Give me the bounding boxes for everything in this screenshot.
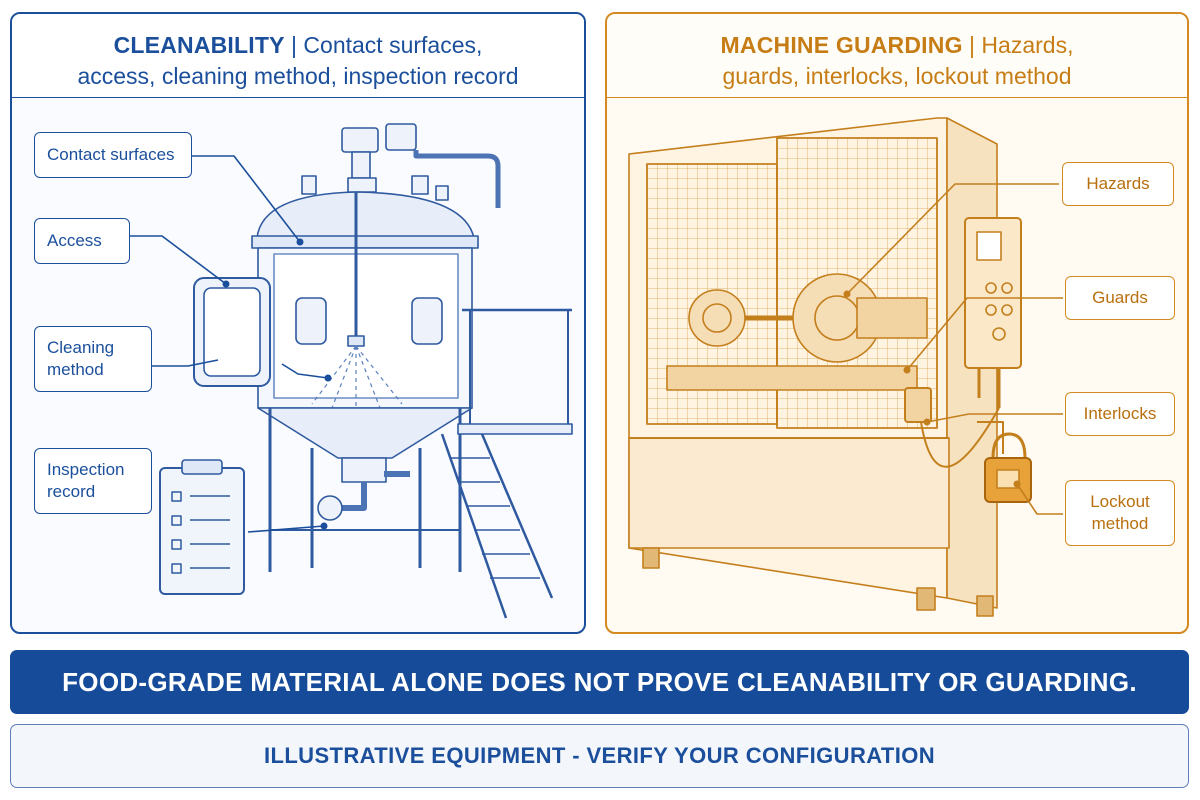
callout-hazards-label: Hazards [1086,174,1150,193]
callout-inspection-record-text: Inspection record [47,459,125,503]
callout-interlocks-label: Interlocks [1083,404,1157,423]
callout-lockout-method: Lockout method [1065,480,1175,546]
callout-lockout-method-line1: Lockout [1090,492,1150,511]
key-message-banner: FOOD-GRADE MATERIAL ALONE DOES NOT PROVE… [10,650,1189,714]
machine-guarding-panel: MACHINE GUARDING | Hazards, guards, inte… [605,12,1189,634]
guarding-title-rest: | Hazards, [962,32,1074,58]
machine-illustration [628,117,1063,617]
guarding-title: MACHINE GUARDING [720,32,963,58]
callout-cleaning-method-line2: method [47,360,104,379]
cleanability-title-rest: | Contact surfaces, [284,32,483,58]
callout-inspection-record: Inspection record [34,448,152,514]
callout-access-label: Access [47,231,102,250]
cleanability-title: CLEANABILITY [113,32,285,58]
callout-cleaning-method-line1: Cleaning [47,338,115,357]
callout-guards: Guards [1065,276,1175,320]
callout-interlocks: Interlocks [1065,392,1175,436]
callout-inspection-record-line2: record [47,482,96,501]
guarding-subtitle: guards, interlocks, lockout method [722,63,1072,89]
callout-access: Access [34,218,130,264]
callout-cleaning-method-text: Cleaning method [47,337,114,381]
callout-inspection-record-line1: Inspection [47,460,125,479]
cleanability-header: CLEANABILITY | Contact surfaces, access,… [12,14,584,98]
callout-cleaning-method: Cleaning method [34,326,152,392]
disclaimer-footer: ILLUSTRATIVE EQUIPMENT - VERIFY YOUR CON… [10,724,1189,788]
guarding-header: MACHINE GUARDING | Hazards, guards, inte… [607,14,1187,98]
cleanability-panel: CLEANABILITY | Contact surfaces, access,… [10,12,586,634]
cleanability-subtitle: access, cleaning method, inspection reco… [77,63,519,89]
callout-contact-surfaces: Contact surfaces [34,132,192,178]
callout-hazards: Hazards [1062,162,1174,206]
tank-illustration [130,123,573,619]
callout-guards-label: Guards [1092,288,1148,307]
callout-lockout-method-text: Lockout method [1090,491,1150,535]
callout-lockout-method-line2: method [1091,514,1149,533]
callout-contact-surfaces-label: Contact surfaces [47,145,175,164]
